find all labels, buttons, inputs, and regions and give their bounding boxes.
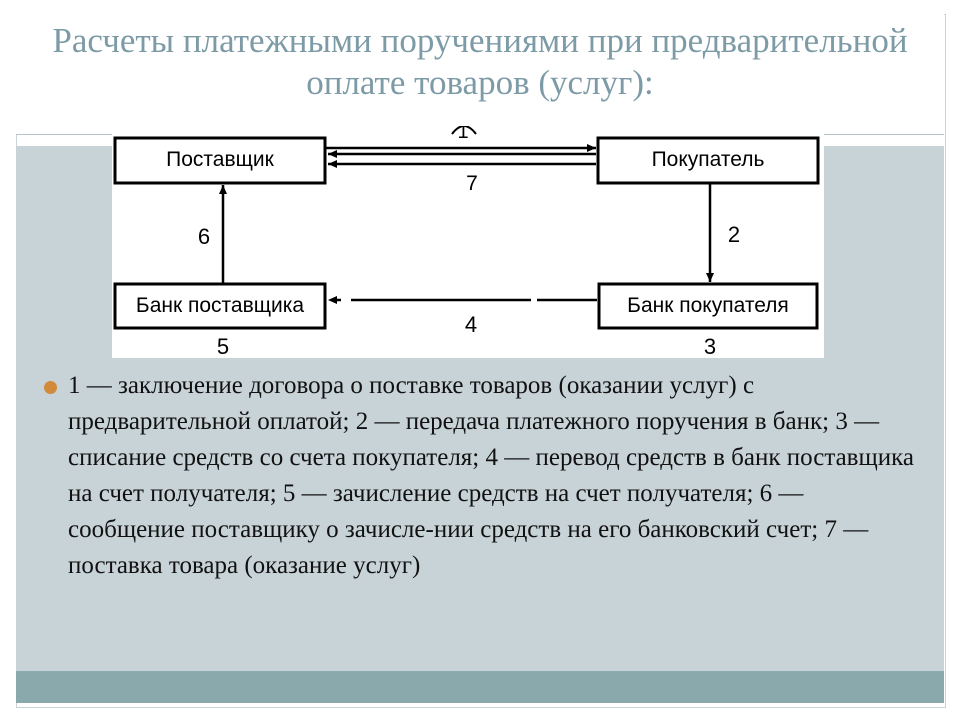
footer-band xyxy=(16,671,944,703)
step-label-6: 6 xyxy=(198,224,210,249)
buyer-label: Покупатель xyxy=(652,148,765,171)
step-label-5: 5 xyxy=(217,334,229,358)
slide-title: Расчеты платежными поручениями при предв… xyxy=(52,21,908,102)
bullet-icon xyxy=(44,381,57,394)
curve-mark xyxy=(451,125,477,135)
supplier-bank-label: Банк поставщика xyxy=(136,294,305,317)
step-label-2: 2 xyxy=(728,222,740,247)
step-label-4: 4 xyxy=(465,312,477,337)
supplier-box xyxy=(113,136,327,185)
step-label-7: 7 xyxy=(466,172,478,195)
step-label-3: 3 xyxy=(704,334,716,358)
supplier-bank-box xyxy=(113,282,327,330)
step-label-1: 1 xyxy=(457,126,468,143)
buyer-box xyxy=(596,136,820,185)
buyer-bank-box xyxy=(597,282,819,330)
title-band xyxy=(16,14,944,135)
buyer-bank-label: Банк покупателя xyxy=(627,294,789,317)
legend-text: 1 — заключение договора о поставке товар… xyxy=(68,372,914,579)
supplier-label: Поставщик xyxy=(166,148,274,171)
payment-diagram: Поставщик Покупатель Банк поставщика Бан… xyxy=(112,121,824,359)
